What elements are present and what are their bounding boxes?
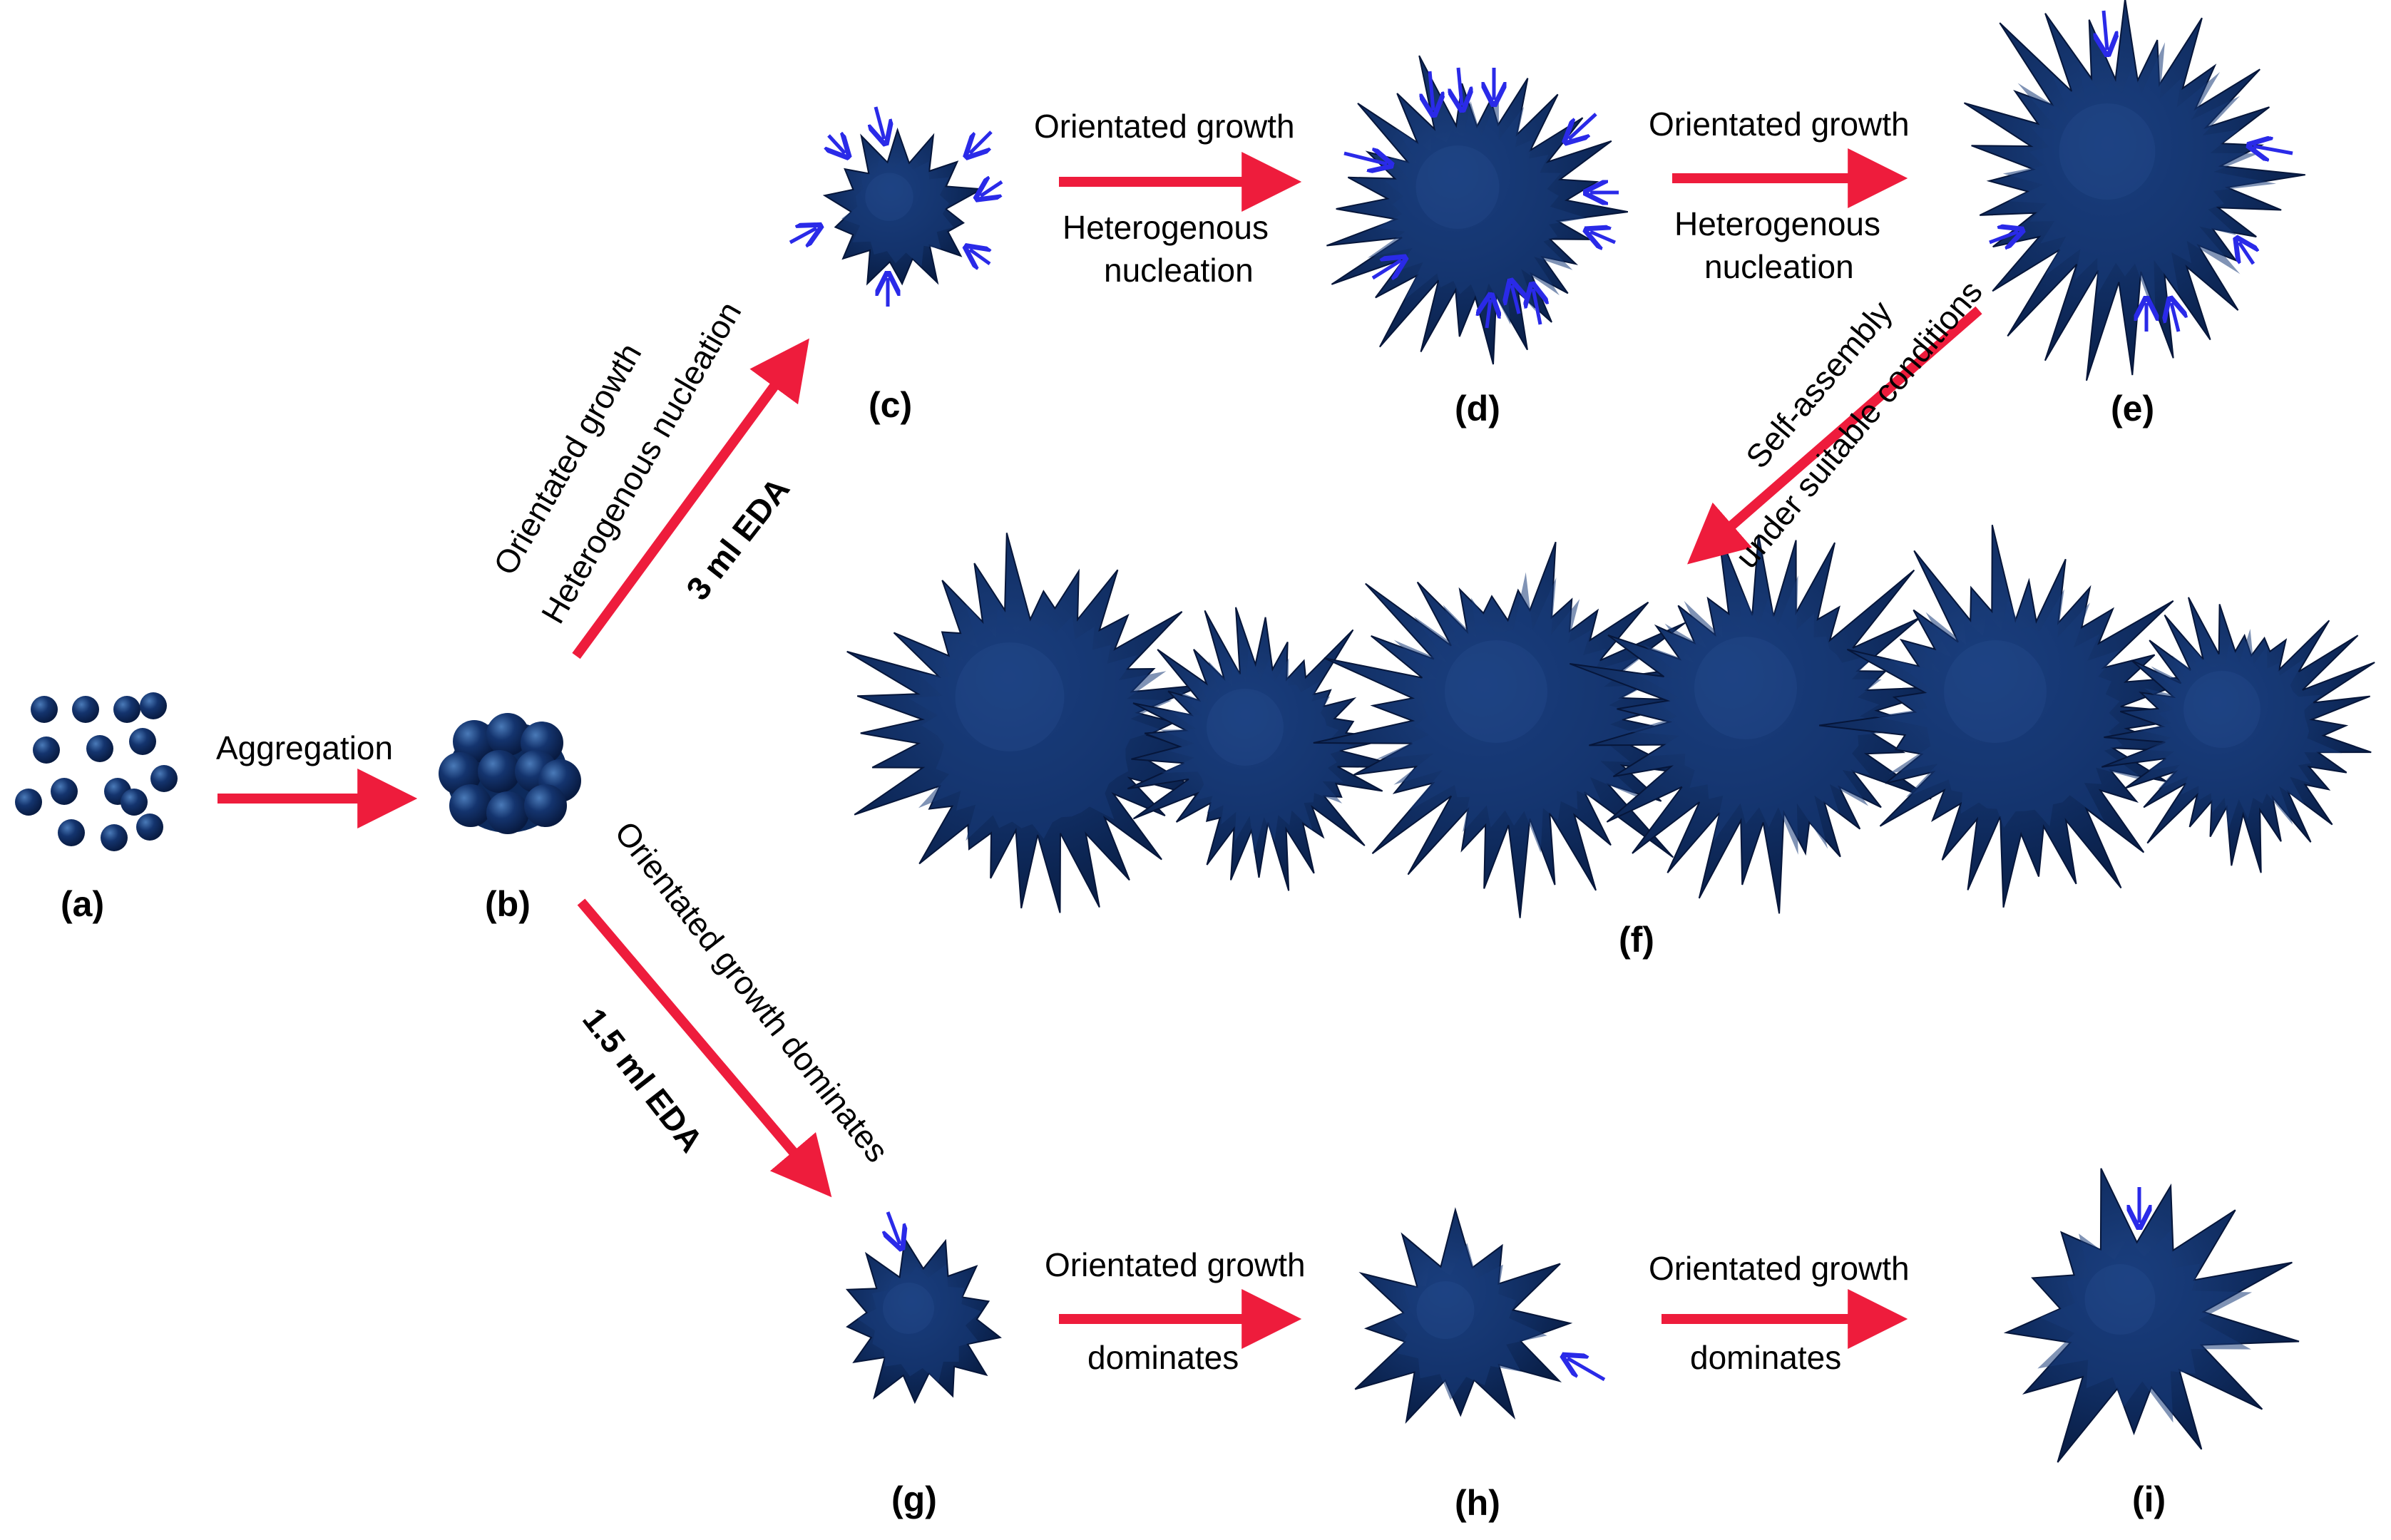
- panel-label-g: (g): [891, 1479, 937, 1519]
- panel-label-f: (f): [1619, 920, 1654, 960]
- aggregate-bead: [524, 784, 567, 827]
- aggregate-bead: [486, 791, 529, 834]
- process-arrows: [217, 148, 1982, 1349]
- chain-particle: [2101, 597, 2375, 873]
- nucleation-arrow: [829, 135, 845, 153]
- dispersed-nanoparticles: [15, 692, 178, 851]
- particle-g: [845, 1236, 1002, 1405]
- nanoparticle: [51, 778, 78, 805]
- arrow-b-to-c: [572, 338, 809, 659]
- label-g-h-dominates: dominates: [1087, 1339, 1239, 1376]
- particle-h: [1354, 1207, 1573, 1424]
- label-aggregation: Aggregation: [216, 729, 393, 766]
- chain-particle: [846, 533, 1232, 913]
- nanoparticle: [58, 819, 85, 846]
- nanoparticle: [136, 813, 163, 841]
- nucleation-arrow: [1989, 232, 2018, 242]
- label-c-d-growth: Orientated growth: [1034, 108, 1295, 145]
- label-c-d-hetero: Heterogenous: [1063, 209, 1269, 246]
- nucleation-arrow: [1343, 153, 1387, 164]
- nucleation-arrow: [2104, 10, 2107, 50]
- nucleation-arrow: [888, 1211, 900, 1244]
- nanoparticle: [101, 824, 128, 851]
- label-d-e-nucleation: nucleation: [1704, 248, 1854, 285]
- nanoparticle: [31, 696, 58, 723]
- nanoparticle: [15, 789, 42, 816]
- nucleation-arrow: [1567, 1358, 1606, 1382]
- nucleation-arrow: [1487, 299, 1490, 329]
- panel-label-b: (b): [485, 884, 531, 924]
- nanoparticle: [72, 696, 99, 723]
- nucleation-arrows: [789, 10, 2293, 1382]
- particle-aggregate: [439, 713, 581, 834]
- nanoparticle: [140, 692, 167, 719]
- particle-e: [1963, 0, 2305, 381]
- nanoparticle: [129, 728, 156, 755]
- nucleation-arrow: [970, 130, 993, 153]
- nucleation-arrow: [1569, 113, 1597, 139]
- nanoparticle: [150, 765, 178, 792]
- nucleation-arrow: [1512, 285, 1519, 314]
- arrow-e-to-f: [1687, 306, 1982, 565]
- arrow-b-to-g: [577, 898, 832, 1198]
- nucleation-arrow: [970, 250, 990, 264]
- particle-i: [2003, 1168, 2300, 1463]
- chain-particle: [1313, 541, 1718, 918]
- nucleation-arrow: [1371, 260, 1401, 278]
- panel-label-i: (i): [2132, 1479, 2166, 1519]
- chain-particle: [1569, 530, 1956, 914]
- label-c-d-nucleation: nucleation: [1104, 252, 1254, 289]
- nucleation-arrow: [2239, 242, 2253, 265]
- spiky-particles: [822, 0, 2375, 1463]
- particle-chain-f: [846, 524, 2375, 918]
- label-d-e-hetero: Heterogenous: [1674, 205, 1880, 242]
- nucleation-arrow: [1458, 67, 1462, 106]
- nanoparticle: [86, 735, 113, 762]
- label-h-i-growth: Orientated growth: [1649, 1250, 1910, 1287]
- nucleation-arrow: [2253, 146, 2293, 153]
- panel-label-d: (d): [1455, 389, 1500, 428]
- label-d-e-growth: Orientated growth: [1649, 106, 1910, 143]
- nucleation-arrow: [876, 106, 884, 139]
- nucleation-arrow: [981, 182, 1003, 196]
- nanoparticle: [121, 789, 148, 816]
- label-g-h-growth: Orientated growth: [1045, 1246, 1306, 1283]
- panel-labels: (a) (b) (c) (d) (e) (f) (g) (h) (i): [61, 385, 2166, 1523]
- panel-label-h: (h): [1455, 1483, 1500, 1523]
- nanoparticle: [113, 696, 140, 723]
- chain-particle: [1127, 607, 1408, 891]
- chain-particle: [1819, 524, 2216, 908]
- nanoparticle: [33, 736, 60, 764]
- particle-d: [1326, 55, 1628, 365]
- nucleation-arrow: [1590, 232, 1616, 242]
- label-h-i-dominates: dominates: [1690, 1339, 1841, 1376]
- aggregate-bead: [449, 784, 492, 827]
- nucleation-arrow: [1533, 289, 1540, 325]
- particle-c: [822, 127, 985, 286]
- nucleation-arrow: [789, 228, 816, 242]
- aggregate-bead: [478, 750, 521, 793]
- nucleation-arrow: [1430, 71, 1433, 111]
- panel-label-c: (c): [869, 385, 912, 425]
- aggregate-bead: [486, 713, 529, 756]
- panel-label-e: (e): [2111, 389, 2154, 428]
- aggregate-bead: [453, 720, 496, 763]
- nucleation-arrow: [2171, 303, 2178, 332]
- panel-label-a: (a): [61, 884, 104, 924]
